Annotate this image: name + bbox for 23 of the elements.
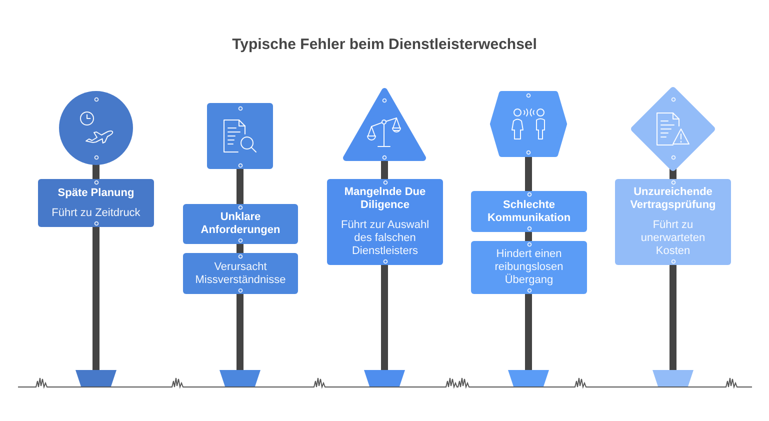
sign-description: Hindert einen reibungslosen Übergang [494,248,564,287]
title: Typische Fehler beim Dienstleisterwechsel [231,35,538,55]
sign-panel [471,191,587,232]
sign-description: Führt zur Auswahl des falschen Dienstleisters [340,219,430,258]
sign-panel [183,204,298,244]
sign-heading: Mangelnde Due Diligence [343,186,427,212]
sign-panel [471,241,587,294]
diamond-sign [631,87,715,171]
sign-heading: Unzureichende Vertragsprüfung [629,186,717,212]
sign-description: Führt zu unerwarteten Kosten [640,219,706,258]
sign-description: Verursacht Missverständnisse [194,260,287,286]
sign-panel [615,179,731,265]
sign-heading: Späte Planung [58,186,134,200]
sign-heading: Unklare Anforderungen [200,211,282,237]
square-sign [207,103,273,169]
sign-panel [327,179,443,265]
sign-description: Führt zu Zeitdruck [52,206,140,220]
sign-panel [38,179,154,227]
triangle-sign [343,87,426,161]
sign-panel [183,253,298,294]
hexagon-sign [490,91,567,157]
sign-heading: Schlechte Kommunikation [486,198,572,224]
round-sign [59,91,133,165]
